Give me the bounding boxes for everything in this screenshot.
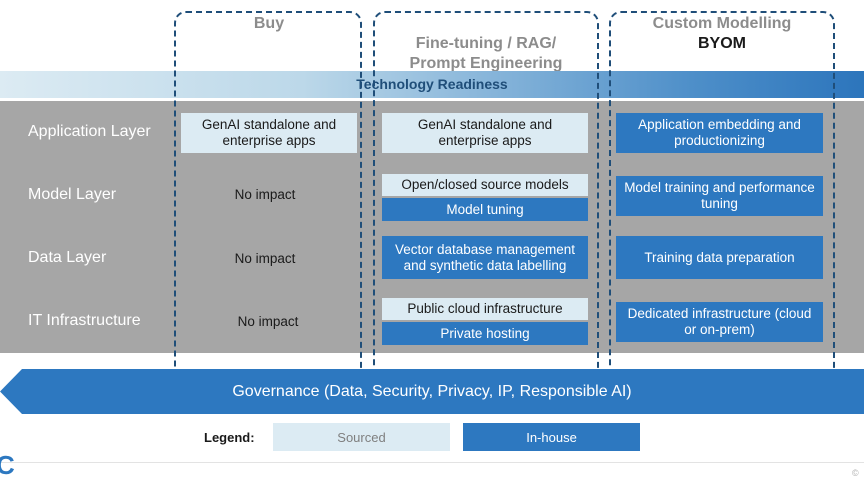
readiness-label: Technology Readiness: [356, 76, 508, 92]
cm-infra-cell: Dedicated infrastructure (cloud or on-pr…: [616, 302, 823, 342]
legend-sourced: Sourced: [273, 423, 450, 451]
copyright-mark: ©: [852, 468, 859, 478]
ft-infra-sourced-cell: Public cloud infrastructure: [382, 298, 588, 320]
finetuning-column-outline: [373, 11, 599, 382]
ft-data-cell: Vector database management and synthetic…: [382, 236, 588, 279]
buy-app-cell: GenAI standalone and enterprise apps: [181, 113, 357, 153]
buy-data-cell: No impact: [234, 251, 296, 266]
buy-infra-cell: No impact: [237, 314, 299, 329]
ft-app-cell: GenAI standalone and enterprise apps: [382, 113, 588, 153]
column-subtitle-byom: BYOM: [698, 35, 746, 52]
ft-model-inhouse-cell: Model tuning: [382, 198, 588, 221]
technology-readiness-bar: Technology Readiness: [0, 71, 864, 98]
governance-arrow: [0, 369, 864, 414]
footer-divider: [0, 462, 864, 463]
column-title-custom: Custom Modelling: [652, 15, 792, 32]
company-logo: C: [0, 450, 15, 480]
column-header-custom: Custom Modelling BYOM: [610, 14, 834, 54]
cm-app-cell: Application embedding and productionizin…: [616, 113, 823, 153]
column-title-finetuning: Fine-tuning / RAG/ Prompt Engineering: [409, 35, 563, 72]
governance-label: Governance (Data, Security, Privacy, IP,…: [232, 383, 632, 400]
column-header-buy: Buy: [176, 14, 362, 34]
column-header-finetuning: Fine-tuning / RAG/ Prompt Engineering: [374, 14, 598, 74]
layer-label-data: Data Layer: [28, 249, 107, 266]
buy-column-outline: [174, 11, 362, 382]
ft-model-sourced-cell: Open/closed source models: [382, 174, 588, 196]
layer-label-model: Model Layer: [28, 186, 117, 203]
legend-label: Legend:: [204, 430, 255, 445]
cm-data-cell: Training data preparation: [616, 236, 823, 279]
governance-arrow-shape: [0, 369, 864, 414]
buy-model-cell: No impact: [234, 187, 296, 202]
column-title-buy: Buy: [253, 15, 285, 32]
cm-model-cell: Model training and performance tuning: [616, 176, 823, 216]
legend-inhouse: In-house: [463, 423, 640, 451]
ft-infra-inhouse-cell: Private hosting: [382, 322, 588, 345]
layer-label-infrastructure: IT Infrastructure: [28, 312, 141, 329]
layer-label-application: Application Layer: [28, 123, 151, 140]
custom-column-outline: [609, 11, 835, 382]
